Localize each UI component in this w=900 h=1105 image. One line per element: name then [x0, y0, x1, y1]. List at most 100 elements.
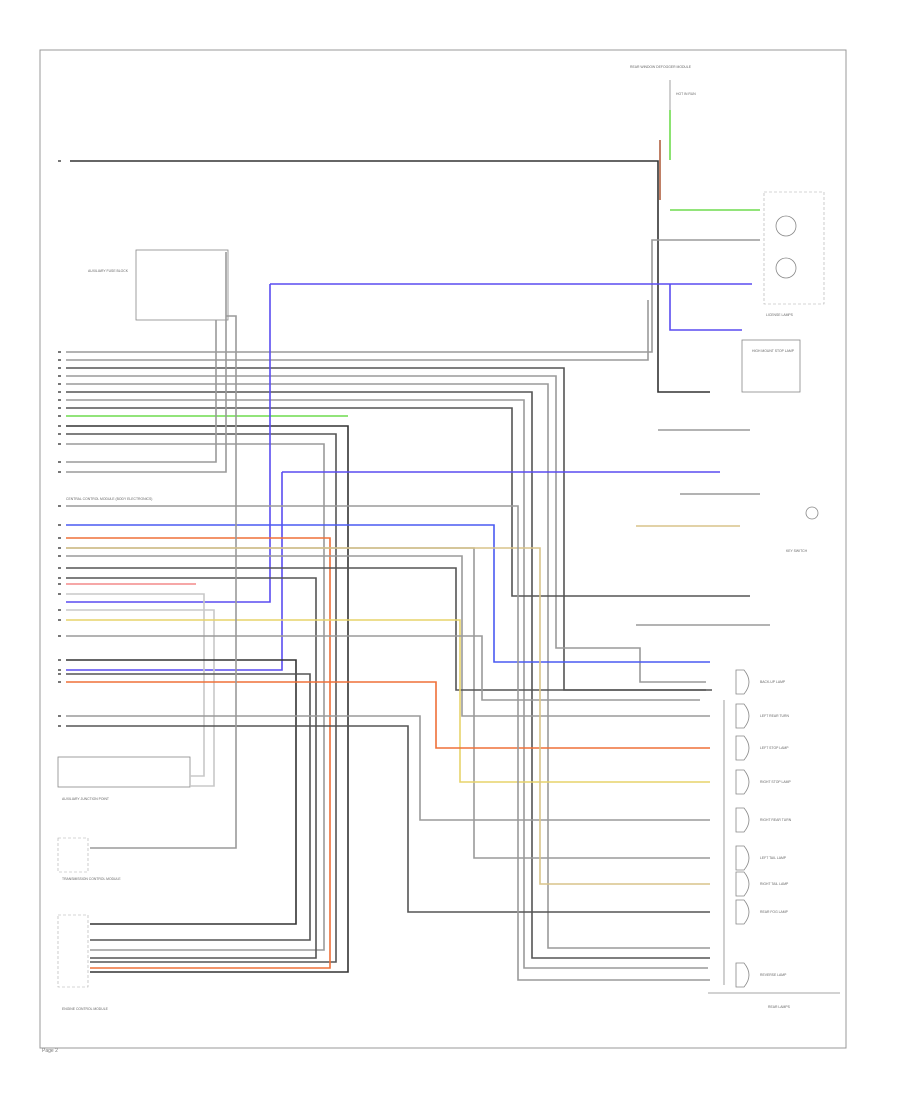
connector-pin	[58, 577, 61, 579]
wire-tan	[66, 547, 710, 885]
license-lamp-box	[763, 191, 825, 305]
caption-top-splice: HOT IN RUN	[676, 92, 696, 96]
connector-pins	[58, 160, 61, 727]
wire-gray	[66, 239, 760, 353]
connector-pin	[58, 471, 61, 473]
caption-high-mount-lamp: HIGH MOUNT STOP LAMP	[752, 349, 795, 353]
wire-yellow	[66, 619, 710, 783]
connector-pin	[58, 659, 61, 661]
connector-pin	[58, 567, 61, 569]
wire-orange	[66, 537, 331, 969]
wire-dark-gray	[66, 725, 710, 913]
wire-dark-gray	[66, 433, 337, 963]
connector-pin	[58, 681, 61, 683]
wire-violet	[669, 284, 742, 331]
connector-pin	[58, 669, 61, 671]
connector-pin	[58, 415, 61, 417]
connector-pin	[58, 351, 61, 353]
license-lamp-left	[775, 215, 797, 237]
wire-layer	[66, 110, 770, 981]
caption-key-switch: KEY SWITCH	[786, 549, 808, 553]
rear-lamp-3	[735, 735, 750, 761]
connector-pin	[58, 715, 61, 717]
caption-rear-window-module: REAR WINDOW DEFOGGER MODULE	[630, 65, 692, 69]
connector-pin	[58, 461, 61, 463]
wire-violet	[66, 472, 283, 671]
wire-dark-gray	[66, 567, 706, 691]
wire-black	[66, 659, 297, 925]
connector-pin	[58, 359, 61, 361]
wire-gray	[66, 375, 706, 683]
license-lamp-right	[775, 257, 797, 279]
wire-gray	[66, 715, 710, 821]
rear-lamp-label-3: LEFT STOP LAMP	[760, 746, 789, 750]
wire-gray	[66, 443, 325, 951]
wire-gray	[66, 320, 217, 463]
caption-aux-junction: AUXILIARY JUNCTION POINT	[62, 797, 109, 801]
wire-orange	[66, 681, 710, 749]
rear-lamp-label-8: REAR FOG LAMP	[760, 910, 789, 914]
caption-transmission-module: TRANSMISSION CONTROL MODULE	[62, 877, 121, 881]
wire-dark-gray	[66, 673, 311, 941]
rear-lamp-7	[735, 871, 750, 897]
rear-lamp-label-4: RIGHT STOP LAMP	[760, 780, 791, 784]
rear-lamp-label-9: REVERSE LAMP	[760, 973, 787, 977]
connector-pin	[58, 367, 61, 369]
rear-lamp-label-2: LEFT REAR TURN	[760, 714, 789, 718]
connector-pin	[58, 547, 61, 549]
wire-gray	[66, 635, 700, 701]
rear-lamp-2	[735, 703, 750, 729]
wire-light-gray	[66, 609, 215, 787]
connector-pin	[58, 505, 61, 507]
wire-gray	[66, 300, 649, 361]
engine-module-box	[57, 914, 89, 988]
figure-label: Page 2	[42, 1048, 58, 1054]
wire-dark-gray	[66, 407, 750, 597]
connector-pin	[58, 375, 61, 377]
connector-pin	[58, 537, 61, 539]
connector-pin	[58, 433, 61, 435]
component-outlines	[57, 80, 840, 994]
connector-pin	[58, 425, 61, 427]
connector-pin	[58, 555, 61, 557]
wire-light-gray	[66, 593, 205, 777]
wire-gray	[66, 383, 710, 949]
caption-cabin-module: CENTRAL CONTROL MODULE (BODY ELECTRONICS…	[66, 497, 152, 501]
connector-pin	[58, 391, 61, 393]
rear-lamp-label-5: RIGHT REAR TURN	[760, 818, 792, 822]
aux-junction-box	[57, 756, 191, 788]
connector-pin	[58, 673, 61, 675]
key-switch-icon	[805, 506, 819, 520]
caption-aux-fuse-block: AUXILIARY FUSE BLOCK	[88, 269, 129, 273]
wire-violet	[66, 284, 271, 603]
wire-gray	[66, 252, 227, 473]
rear-lamp-1	[735, 669, 750, 695]
connector-pin	[58, 609, 61, 611]
rear-lamp-5	[735, 807, 750, 833]
wire-black	[70, 160, 710, 393]
connector-pin	[58, 443, 61, 445]
rear-lamp-6	[735, 845, 750, 871]
component-captions: AUXILIARY FUSE BLOCK CENTRAL CONTROL MODU…	[62, 65, 808, 1011]
wire-blue	[66, 524, 710, 663]
rear-lamp-8	[735, 899, 750, 925]
connector-pin	[58, 383, 61, 385]
rear-lamp-4	[735, 769, 750, 795]
connector-pin	[58, 583, 61, 585]
wire-dark-gray	[66, 391, 710, 959]
wire-gray	[66, 399, 708, 969]
wire-black	[66, 425, 349, 973]
wire-gray	[90, 315, 237, 849]
connector-pin	[58, 160, 61, 162]
connector-pin	[58, 407, 61, 409]
rear-lamp-label-6: LEFT TAIL LAMP	[760, 856, 787, 860]
connector-pin	[58, 725, 61, 727]
connector-pin	[58, 399, 61, 401]
transmission-module-box	[57, 837, 89, 873]
wire-dark-gray	[66, 577, 317, 959]
rear-lamp-9	[735, 962, 750, 988]
connector-pin	[58, 635, 61, 637]
lamp-symbols	[735, 669, 750, 988]
